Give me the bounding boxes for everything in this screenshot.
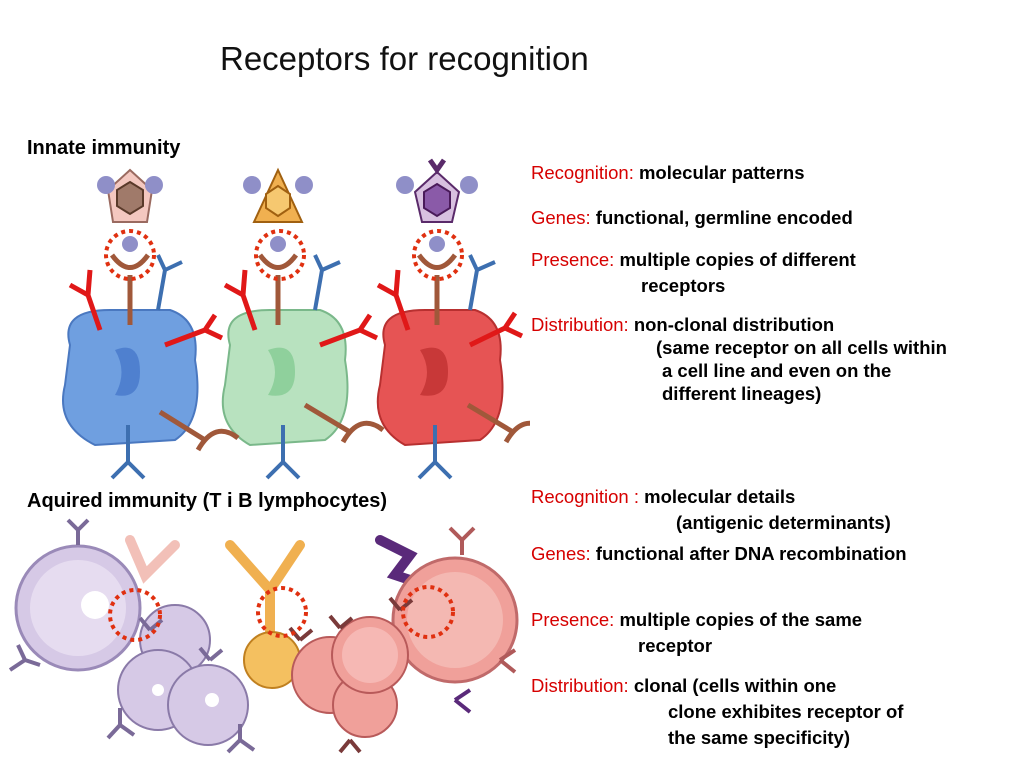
red-cell — [376, 309, 504, 447]
binding-highlights — [104, 229, 464, 281]
red-y-receptors — [68, 269, 524, 348]
innate-presence-line: Presence: multiple copies of different — [531, 249, 856, 271]
acquired-distribution-label: Distribution: — [531, 675, 629, 696]
innate-presence-continuation: receptors — [641, 275, 726, 296]
innate-distribution-line: Distribution: non-clonal distribution — [531, 314, 834, 336]
innate-genes-value: functional, germline encoded — [595, 207, 853, 228]
blue-y-receptors — [110, 254, 496, 480]
acquired-recognition-continuation: (antigenic determinants) — [676, 512, 891, 533]
innate-distribution-cont-1: (same receptor on all cells within — [656, 337, 947, 358]
ligand-purple-hexagon — [396, 158, 478, 252]
acquired-presence-line: Presence: multiple copies of the same — [531, 609, 862, 631]
acquired-presence-label: Presence: — [531, 609, 615, 630]
acquired-genes-line: Genes: functional after DNA recombinatio… — [531, 543, 907, 565]
acquired-recognition-label: Recognition : — [531, 486, 639, 507]
acquired-genes-label: Genes: — [531, 543, 591, 564]
green-cell — [221, 309, 349, 447]
acquired-y-receptors — [8, 518, 517, 754]
antigen-binding-highlights — [108, 585, 455, 642]
innate-recognition-line: Recognition: molecular patterns — [531, 162, 805, 184]
innate-distribution-value: non-clonal distribution — [633, 314, 835, 335]
acquired-genes-value: functional after DNA recombination — [595, 543, 907, 564]
acquired-distribution-cont-1: clone exhibites receptor of — [668, 701, 904, 722]
innate-cells-illustration — [62, 158, 530, 480]
innate-distribution-label: Distribution: — [531, 314, 629, 335]
brown-receptors — [109, 253, 530, 452]
ligand-orange-triangle — [243, 167, 313, 252]
slide-title: Receptors for recognition — [220, 40, 589, 77]
small-pink-cells — [291, 616, 409, 738]
innate-distribution-cont-3: different lineages) — [662, 383, 822, 404]
acquired-presence-continuation: receptor — [638, 635, 713, 656]
acquired-distribution-cont-2: the same specificity) — [668, 727, 850, 748]
innate-recognition-value: molecular patterns — [638, 162, 805, 183]
innate-distribution-cont-2: a cell line and even on the — [662, 360, 892, 381]
blue-cell — [62, 309, 199, 447]
acquired-recognition-line: Recognition : molecular details — [531, 486, 795, 508]
innate-genes-line: Genes: functional, germline encoded — [531, 207, 853, 229]
acquired-immunity-heading: Aquired immunity (T i B lymphocytes) — [27, 490, 388, 512]
innate-presence-value: multiple copies of different — [619, 249, 856, 270]
innate-genes-label: Genes: — [531, 207, 591, 228]
acquired-distribution-line: Distribution: clonal (cells within one — [531, 675, 836, 697]
acquired-recognition-value: molecular details — [644, 486, 796, 507]
innate-presence-label: Presence: — [531, 249, 615, 270]
acquired-presence-value: multiple copies of the same — [619, 609, 863, 630]
innate-immunity-heading: Innate immunity — [27, 137, 181, 159]
acquired-cells-illustration — [8, 518, 519, 754]
innate-recognition-label: Recognition: — [531, 162, 634, 183]
large-lilac-cell — [14, 544, 142, 672]
acquired-distribution-value: clonal (cells within one — [633, 675, 837, 696]
large-pink-cell — [391, 556, 519, 684]
ligand-pink-hexagon — [97, 168, 163, 252]
